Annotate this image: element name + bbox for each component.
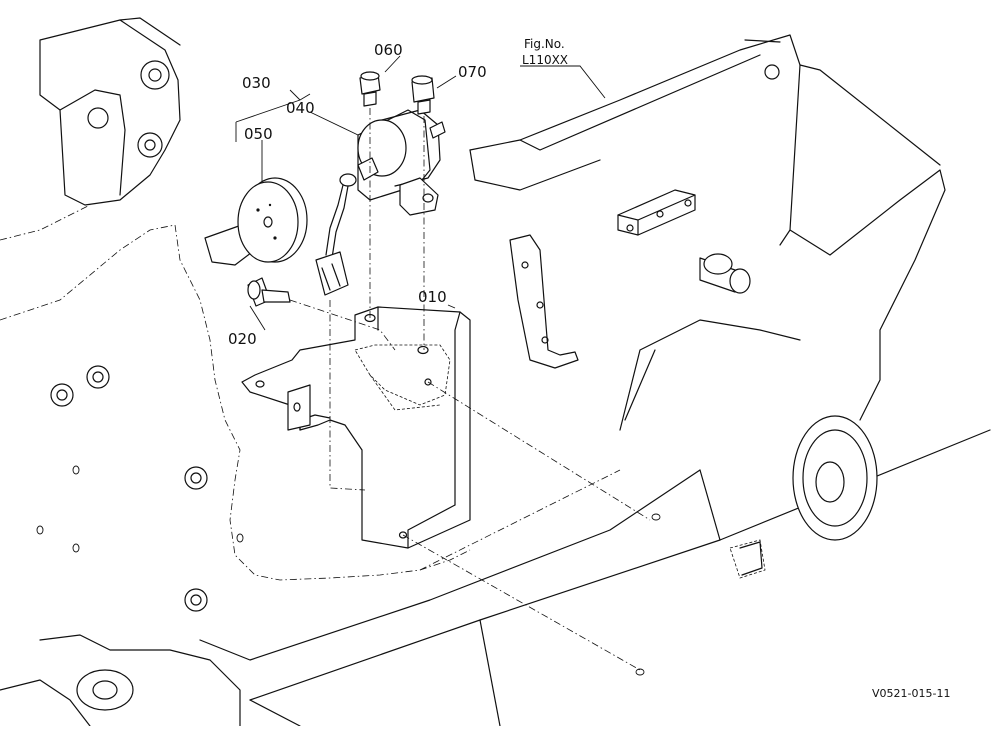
- lever-050[interactable]: [204, 177, 308, 266]
- leader-lines: [235, 55, 606, 331]
- callout-020: 020: [228, 330, 257, 348]
- callout-030: 030: [242, 74, 271, 92]
- bolt-060[interactable]: [359, 71, 381, 107]
- callout-010: 010: [418, 288, 447, 306]
- frame-nuts: [36, 365, 244, 612]
- callout-070: 070: [458, 63, 487, 81]
- bracket-010[interactable]: [241, 306, 471, 549]
- bolt-020[interactable]: [247, 277, 291, 307]
- callout-050: 050: [244, 125, 273, 143]
- fig-number: Fig.No. L110XX: [522, 37, 568, 67]
- fig-no-label: Fig.No.: [524, 37, 565, 51]
- machine-frame: [0, 17, 991, 727]
- callout-040: 040: [286, 99, 315, 117]
- callout-060: 060: [374, 41, 403, 59]
- solenoid-040[interactable]: [315, 109, 446, 296]
- bolt-070[interactable]: [411, 75, 435, 115]
- large-washer: [792, 415, 878, 541]
- drawing-code: V0521-015-11: [872, 687, 950, 700]
- assembly-lines: [289, 108, 661, 676]
- fig-no-value: L110XX: [522, 53, 568, 67]
